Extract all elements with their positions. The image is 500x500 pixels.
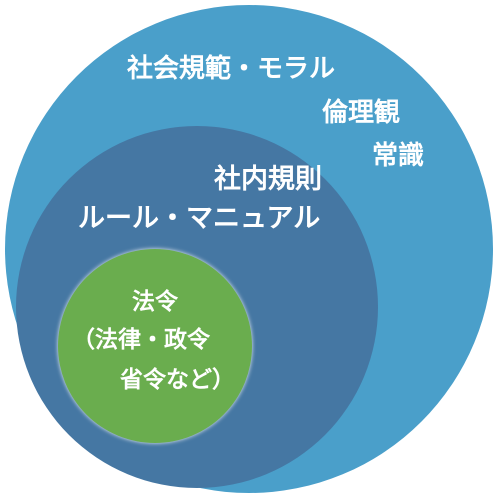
outer-label-line-1: 社会規範・モラル	[127, 54, 336, 84]
inner-label-line-2: （法律・政令	[72, 327, 210, 353]
inner-label-line-1: 法令	[132, 289, 178, 315]
inner-label-line-3: 省令など）	[120, 367, 235, 393]
outer-label-line-2: 倫理観	[322, 98, 401, 128]
inner-circle-laws	[58, 249, 252, 443]
middle-label-line-2: ルール・マニュアル	[78, 203, 321, 234]
middle-label-line-1: 社内規則	[214, 164, 322, 195]
outer-label-line-3: 常識	[372, 141, 425, 171]
